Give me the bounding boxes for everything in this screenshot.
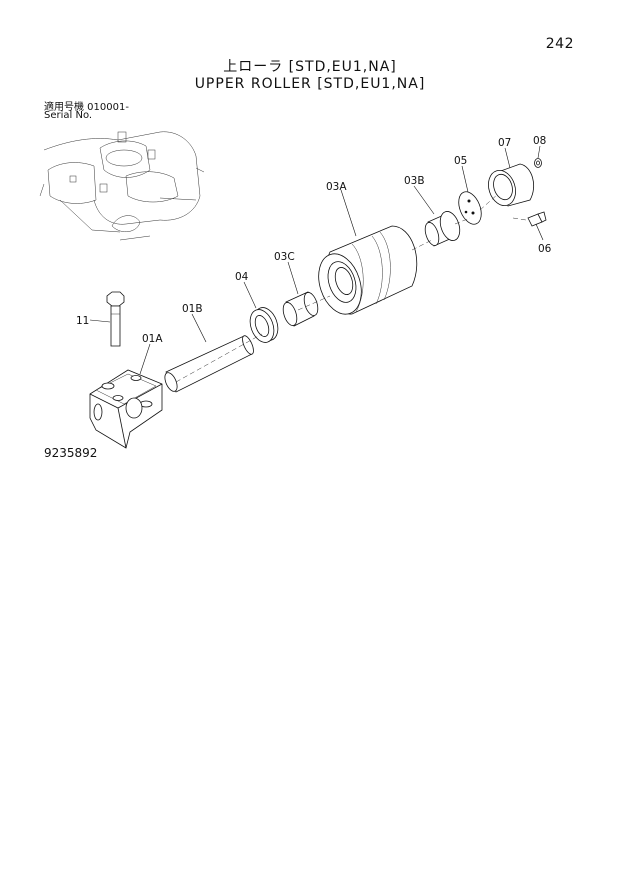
- part-01A-bracket: [89, 369, 163, 449]
- part-06-screw: [527, 211, 547, 227]
- title-japanese: 上ローラ [STD,EU1,NA]: [223, 59, 397, 75]
- part-label-03C: 03C: [274, 251, 295, 263]
- part-07-cover: [488, 163, 534, 207]
- serial-label-japanese: 適用号機 010001-: [44, 102, 129, 113]
- part-05-plate: [458, 191, 482, 225]
- part-label-06: 06: [538, 243, 552, 255]
- serial-label-english: Serial No.: [44, 110, 93, 121]
- part-label-11: 11: [76, 315, 89, 327]
- part-label-01A: 01A: [142, 333, 163, 345]
- part-label-07: 07: [498, 137, 511, 149]
- part-03B-flange-bushing: [424, 211, 461, 247]
- part-label-08: 08: [533, 135, 546, 147]
- title-english: UPPER ROLLER [STD,EU1,NA]: [194, 76, 426, 92]
- part-label-03B: 03B: [404, 175, 425, 187]
- part-label-04: 04: [235, 271, 249, 283]
- figure-number: 9235892: [44, 446, 98, 460]
- leader-lines: [89, 145, 544, 375]
- part-08-plug: [534, 158, 542, 168]
- assembly-axis-line: [175, 193, 527, 383]
- part-11-bolt: [106, 291, 125, 347]
- page-number: 242: [545, 36, 574, 52]
- part-label-03A: 03A: [326, 181, 347, 193]
- part-label-05: 05: [454, 155, 467, 167]
- part-04-seal: [249, 307, 279, 343]
- location-inset-sketch: [39, 131, 205, 241]
- part-01B-shaft: [164, 335, 254, 393]
- part-03A-roller: [318, 225, 418, 315]
- part-label-01B: 01B: [182, 303, 203, 315]
